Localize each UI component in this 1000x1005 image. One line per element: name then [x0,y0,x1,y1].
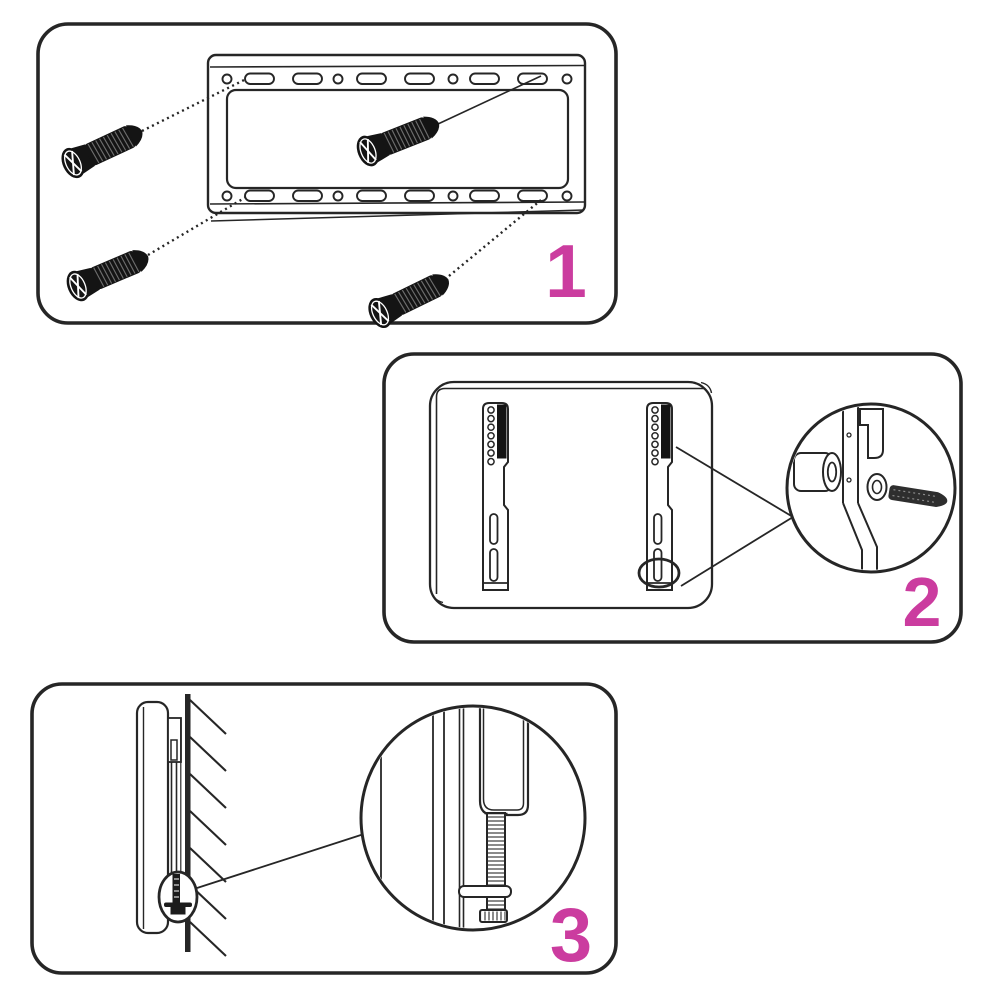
plate-shadow-line [210,209,585,222]
wall [185,694,191,952]
step-3-number: 3 [550,893,592,978]
tv-side-view [135,700,199,935]
locking-screw-small [164,874,192,915]
machine-screw [888,485,948,507]
magnifier-detail-step3 [380,708,530,928]
plate-cutout [225,88,570,190]
callout-line-bottom [680,516,794,587]
plate-holes-top-row [221,72,573,85]
plate-holes-bottom-row [221,189,573,202]
tv-bracket-left [482,402,509,591]
alignment-lines [141,75,542,277]
callout-ellipse [637,557,681,589]
magnifier-detail-step2 [793,406,948,570]
step-1-number: 1 [545,229,587,313]
callout-line-top [675,446,794,518]
dotted-line-bottom-left [147,195,247,257]
bracket-hook [859,408,884,459]
dotted-line-top-left [141,77,247,133]
step-2-number: 2 [903,563,942,641]
screw-flange [458,885,512,898]
plate-lip [478,708,530,817]
locking-screw-large [458,812,512,923]
step-2-panel: 2 [382,352,963,644]
step-1-panel: 1 [36,22,618,333]
callout-line-step3 [196,833,365,889]
tv-bevel-line [435,387,704,594]
solid-line-top-right [437,75,542,125]
step-3-panel: 3 [30,682,618,978]
